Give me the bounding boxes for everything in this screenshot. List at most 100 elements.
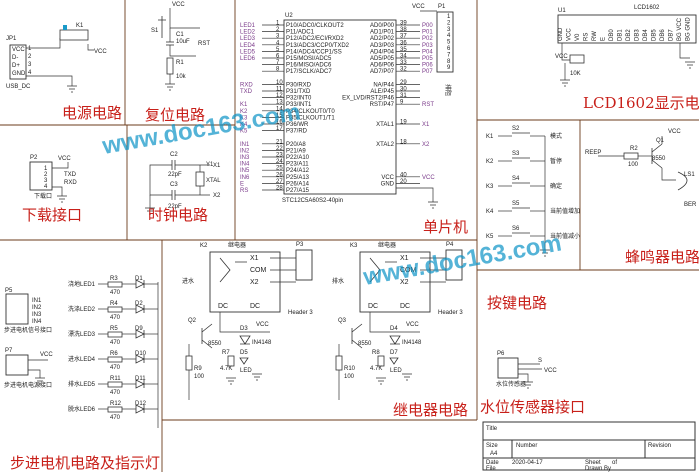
- relay-r2: [227, 355, 235, 367]
- key-ref: S3: [512, 151, 520, 157]
- mcu-left-pin: P10/ADC0/CLKOUT2: [286, 23, 344, 29]
- mcu-left-net: LED6: [240, 56, 256, 62]
- key-label: 当前值增加: [550, 207, 580, 215]
- mcu-right-num: 39: [400, 21, 407, 27]
- usb-pin-dp: D+: [12, 63, 20, 69]
- dl-label: 下载口: [34, 192, 52, 200]
- reset-circuit: VCC S1 C1 10uF RST R1 10k 复位电路: [145, 2, 210, 124]
- mcu-right-pin: NA/P44: [373, 82, 394, 88]
- mcu-left-pin: P25/A13: [286, 175, 310, 181]
- relay-d-ref: D4: [390, 326, 398, 332]
- p1-num: 9: [447, 65, 451, 71]
- p1-ref: P1: [438, 4, 446, 10]
- relay-header: [445, 249, 463, 281]
- section-water-title: 水位传感器接口: [480, 398, 585, 416]
- mcu-right-pin: AD5/P05: [370, 56, 395, 62]
- lcd-ref: U1: [558, 8, 566, 14]
- dl-num-1: 1: [44, 166, 48, 172]
- usb-connector: [9, 44, 27, 80]
- dl-rxd: RXD: [64, 180, 77, 186]
- led-label: 脱水LED6: [68, 405, 96, 413]
- relay-q-e: [351, 339, 363, 349]
- section-lcd-title: LCD1602显示电路: [583, 94, 699, 112]
- led-r-value: 470: [110, 365, 121, 371]
- mcu-right-num: 18: [400, 139, 407, 145]
- led-resistor: [107, 381, 123, 388]
- mcu-left-pin: P35/CLKOUT1/T1: [286, 115, 335, 121]
- mcu-left-pin: P12/ADC2/ECI/RXD2: [286, 36, 344, 42]
- mcu-right-net: VCC: [422, 175, 435, 181]
- relay-d-ref: D3: [240, 326, 248, 332]
- mcu-left-num: 1: [276, 21, 280, 27]
- key-ref: S4: [512, 176, 520, 182]
- mcu-right-pin: AD3/P03: [370, 43, 395, 49]
- buzzer-ber: BER: [684, 202, 697, 208]
- mcu-right-num: 9: [400, 100, 404, 106]
- r1-ref: R1: [176, 60, 184, 66]
- mcu-left-net: IN3: [240, 155, 250, 161]
- mcu-left-pin: P33/INT1: [286, 102, 312, 108]
- relay-r-value: 100: [344, 374, 355, 380]
- q1-value: 8550: [652, 156, 666, 162]
- power-switch-k1: [59, 29, 89, 41]
- mcu-left-num: 23: [276, 153, 283, 159]
- relay-r2-ref: R8: [372, 350, 380, 356]
- mcu-left-net: TXD: [240, 89, 253, 95]
- mcu-left-num: 5: [276, 47, 280, 53]
- led-r-value: 470: [110, 290, 121, 296]
- dl-txd: TXD: [64, 172, 77, 178]
- mcu-right-pin: ALE/P45: [370, 89, 394, 95]
- led-r-value: 470: [110, 315, 121, 321]
- mcu-left-num: 27: [276, 179, 283, 185]
- mcu-right-num: 20: [400, 179, 407, 185]
- relay-vcc: VCC: [256, 322, 269, 328]
- usb-num-3: 3: [28, 62, 32, 68]
- led-resistor: [107, 406, 123, 413]
- p1-num: 2: [447, 20, 451, 26]
- mcu-left-net: RXD: [240, 82, 253, 88]
- mcu-left-net: IN6: [240, 175, 250, 181]
- watermark-2: www.doc163.com: [360, 229, 563, 291]
- r1-resistor: [166, 57, 174, 75]
- lcd-pin: E: [601, 37, 607, 41]
- tb-drawn-by: Drawn By: [585, 466, 611, 472]
- lcd-pin: DB0: [609, 29, 615, 41]
- relay-diode: [389, 335, 401, 345]
- mcu-left-net: LED5: [240, 49, 256, 55]
- mcu-part: STC12C5A60S2-40pin: [282, 198, 343, 204]
- mcu-right-net: P00: [422, 23, 433, 29]
- led-r-value: 470: [110, 390, 121, 396]
- relay-term-2: X2: [400, 279, 409, 286]
- mcu-right-net: P06: [422, 63, 433, 69]
- p5-ref: P5: [5, 288, 13, 294]
- key-label: 暂停: [550, 157, 562, 165]
- c3-ref: C3: [170, 182, 178, 188]
- r1-value: 10k: [176, 74, 187, 80]
- buzzer-net: REEP: [585, 150, 601, 156]
- mcu-right-net: X1: [422, 122, 430, 128]
- led-r-ref: R5: [110, 326, 118, 332]
- switch-knob: [63, 25, 67, 30]
- relay-dc2: DC: [250, 303, 260, 310]
- mcu-right-num: 37: [400, 34, 407, 40]
- relay-term-1: COM: [400, 267, 417, 274]
- mcu-right-num: 31: [400, 93, 407, 99]
- clk-x2: X2: [213, 193, 221, 199]
- dl-num-2: 2: [44, 172, 48, 178]
- buzzer-vcc: VCC: [668, 129, 681, 135]
- relay-dc2: DC: [400, 303, 410, 310]
- lcd-pin: BG VCC: [677, 17, 683, 41]
- section-buzzer-title: 蜂鸣器电路: [625, 248, 699, 266]
- led-r-value: 470: [110, 340, 121, 346]
- relay-r2: [377, 355, 385, 367]
- mcu-left-num: 11: [276, 87, 283, 93]
- relay-term-0: X1: [400, 255, 409, 262]
- led-r-ref: R12: [110, 401, 122, 407]
- tb-revision: Revision: [648, 443, 671, 449]
